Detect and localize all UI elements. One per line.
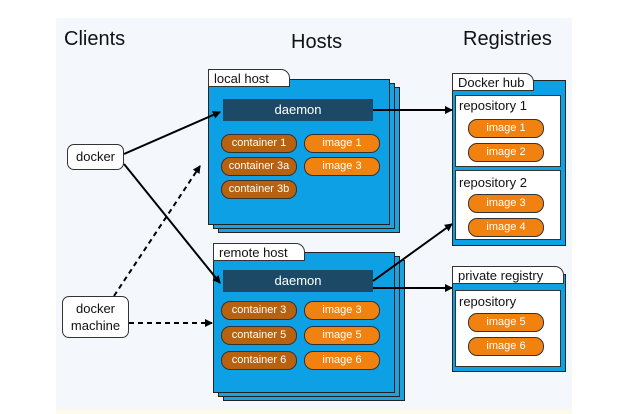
hub-repo1-image-1: image 1 — [468, 119, 544, 138]
remote-image-5: image 5 — [304, 326, 380, 345]
arrow-machine-to-local-host — [113, 165, 201, 297]
local-container-3b: container 3b — [221, 180, 297, 199]
docker-machine-line-2: machine — [70, 318, 121, 333]
hub-repo1-image-2: image 2 — [468, 143, 544, 162]
remote-host-label: remote host — [213, 243, 305, 261]
repository-2-label: repository 2 — [459, 175, 527, 190]
clients-title: Clients — [64, 28, 126, 50]
local-image-3: image 3 — [304, 157, 380, 176]
diagram-bottom-strip — [56, 409, 572, 414]
arrow-remote-daemon-to-hub-repo2 — [372, 223, 453, 282]
hosts-title: Hosts — [291, 31, 343, 53]
remote-image-3: image 3 — [304, 301, 380, 320]
private-image-5: image 5 — [468, 313, 544, 332]
private-image-6: image 6 — [468, 337, 544, 356]
local-host-label: local host — [208, 69, 290, 87]
local-container-3a: container 3a — [221, 157, 297, 176]
local-image-1: image 1 — [304, 134, 380, 153]
repository-1-label: repository 1 — [459, 98, 527, 113]
remote-container-6: container 6 — [221, 351, 297, 370]
remote-container-3: container 3 — [221, 301, 297, 320]
local-daemon: daemon — [223, 99, 373, 121]
hub-repo2-image-4: image 4 — [468, 218, 544, 237]
remote-daemon: daemon — [223, 270, 373, 292]
arrow-docker-to-remote-daemon — [123, 163, 221, 284]
remote-image-6: image 6 — [304, 351, 380, 370]
registries-title: Registries — [463, 28, 552, 50]
docker-machine-client: docker machine — [62, 296, 129, 338]
remote-container-5: container 5 — [221, 326, 297, 345]
docker-hub-label: Docker hub — [452, 73, 534, 91]
local-container-1: container 1 — [221, 134, 297, 153]
arrow-docker-to-local-daemon — [123, 111, 221, 155]
hub-repo2-image-3: image 3 — [468, 194, 544, 213]
docker-client: docker — [67, 144, 124, 170]
docker-machine-line-1: docker — [75, 301, 116, 316]
private-registry-label: private registry — [452, 266, 564, 284]
private-repository-label: repository — [459, 294, 517, 309]
